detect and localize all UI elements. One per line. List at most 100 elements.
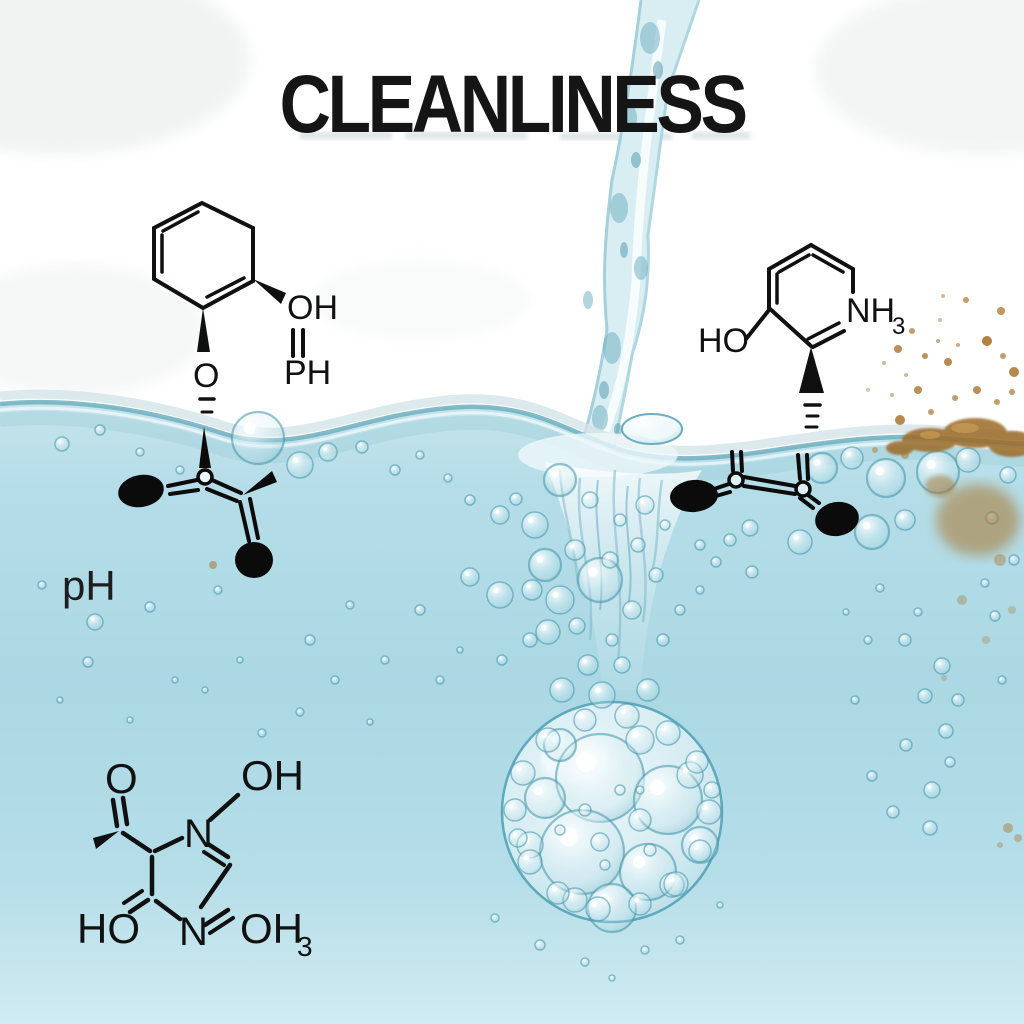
cluster-bubble: [538, 808, 626, 896]
bubble: [863, 635, 873, 645]
bubble: [640, 945, 650, 955]
bubble: [456, 646, 464, 654]
dirt-speck: [941, 675, 947, 681]
bubble-highlight: [572, 621, 577, 625]
dirt-speck: [909, 328, 915, 334]
bubble: [564, 539, 586, 561]
bubble: [175, 465, 185, 475]
cluster-bubble: [685, 750, 709, 774]
cluster-bubble: [523, 776, 567, 820]
bubble: [521, 511, 549, 539]
molecule-left-underwater: [118, 427, 277, 578]
label-ph-group: PH: [284, 354, 331, 392]
bubble: [389, 464, 401, 476]
bubble-highlight: [292, 457, 299, 464]
label-oxygen: O: [193, 357, 219, 395]
bubble-highlight: [862, 522, 871, 530]
cluster-bubble: [508, 828, 528, 848]
cluster-bubble: [628, 808, 652, 832]
bubble: [522, 632, 538, 648]
molecule-right-structure: HO NH 3: [698, 243, 905, 429]
bubble: [486, 581, 514, 609]
bubble: [201, 686, 209, 694]
bubble: [980, 578, 990, 588]
bubble: [674, 604, 686, 616]
splash-plunge-column: [518, 413, 702, 690]
cluster-bubble: [663, 871, 689, 897]
dirt-speck: [1009, 389, 1015, 395]
bubble: [490, 913, 500, 923]
bubble-highlight: [569, 544, 574, 549]
label-n-bottom: N: [179, 910, 208, 954]
bubble-highlight: [579, 713, 584, 719]
bubble: [94, 424, 106, 436]
bubble-highlight: [640, 499, 645, 504]
bubble-field: [37, 410, 1020, 982]
label-carbonyl-o: O: [105, 755, 138, 802]
bubble-highlight: [691, 755, 696, 761]
cluster-bubble: [585, 896, 611, 922]
bubble-highlight: [552, 886, 557, 892]
dirt-speck: [982, 636, 990, 644]
dirt-speck: [209, 561, 217, 569]
dirt-speck: [952, 395, 958, 401]
dirt-speck: [997, 842, 1003, 848]
bubble-highlight: [1003, 470, 1008, 474]
bubble: [82, 656, 94, 668]
bubble-highlight: [594, 687, 601, 694]
bubble: [568, 617, 586, 635]
dirt-speck: [904, 373, 908, 377]
bubble: [380, 655, 390, 665]
label-nh-subscript: 3: [892, 313, 905, 340]
bubble-highlight: [541, 625, 547, 631]
bubble-highlight: [793, 535, 799, 541]
bubble: [659, 519, 671, 531]
bubble: [635, 495, 655, 515]
bubble: [613, 656, 631, 674]
dirt-speck: [944, 358, 952, 366]
bubble: [435, 675, 445, 685]
dirt-speck: [956, 343, 960, 347]
dirt-speck: [982, 336, 992, 346]
cluster-bubble: [703, 781, 721, 799]
bubble: [464, 494, 476, 506]
cluster-bubble: [517, 849, 543, 875]
bubble-highlight: [620, 709, 626, 715]
bubble-highlight: [634, 813, 639, 819]
cluster-bubble: [599, 859, 611, 871]
bubble: [577, 654, 599, 676]
label-oh: OH: [287, 289, 338, 327]
bubble: [415, 450, 425, 460]
cluster-bubble: [614, 784, 626, 796]
cluster-bubble: [510, 760, 536, 786]
cluster-bubble: [688, 839, 712, 863]
bubble: [933, 657, 951, 675]
bubble: [938, 723, 954, 739]
bubble: [414, 604, 426, 616]
bubble: [675, 935, 685, 945]
dirt-speck: [890, 393, 894, 397]
cluster-bubble: [590, 832, 610, 852]
water-surface: [0, 389, 1024, 482]
dirt-speck: [882, 361, 886, 365]
bubble: [622, 600, 642, 620]
bubble-highlight: [495, 509, 500, 514]
dirt-speck: [1008, 606, 1016, 614]
bubble-highlight: [555, 683, 561, 689]
bubble-highlight: [649, 780, 665, 796]
bubble: [1008, 554, 1020, 566]
cluster-bubble: [655, 720, 681, 746]
bubble: [535, 619, 561, 645]
dirt-speck: [914, 386, 922, 394]
bubble-highlight: [632, 855, 646, 869]
bubble-highlight: [899, 514, 904, 519]
bubble: [853, 513, 891, 551]
bubble: [509, 492, 523, 506]
cluster-bubble: [573, 708, 597, 732]
bubble: [787, 529, 813, 555]
bubble: [923, 781, 941, 799]
bubble: [636, 678, 660, 702]
bubble: [580, 957, 590, 967]
bubble-highlight: [702, 805, 708, 811]
